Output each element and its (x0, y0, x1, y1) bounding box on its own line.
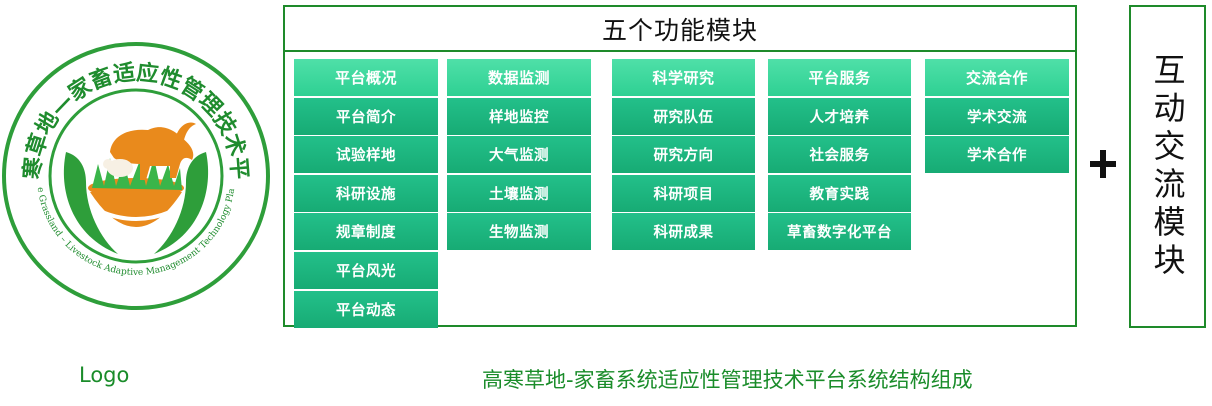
logo-grass (92, 158, 182, 190)
logo-sheep-head (103, 159, 113, 169)
module-column-monitoring: 数据监测 样地监控 大气监测 土壤监测 生物监测 (447, 59, 591, 252)
module-header[interactable]: 科学研究 (612, 59, 755, 96)
module-header[interactable]: 交流合作 (925, 59, 1069, 96)
function-modules-frame: 五个功能模块 平台概况 平台简介 试验样地 科研设施 规章制度 平台风光 平台动… (283, 5, 1077, 329)
logo-bowl-stripe (101, 210, 171, 221)
plus-icon-vertical (1100, 150, 1106, 178)
module-item[interactable]: 平台动态 (294, 290, 438, 328)
interaction-module-box[interactable]: 互动交流模块 (1129, 5, 1206, 328)
module-item[interactable]: 学术交流 (925, 97, 1069, 135)
module-item[interactable]: 研究队伍 (612, 97, 755, 135)
module-item[interactable]: 大气监测 (447, 136, 591, 174)
module-column-research: 科学研究 研究队伍 研究方向 科研项目 科研成果 (612, 59, 755, 252)
module-header[interactable]: 平台服务 (768, 59, 911, 96)
module-item[interactable]: 社会服务 (768, 136, 911, 174)
logo-bowl-stripe-2 (111, 228, 161, 237)
diagram-caption: 高寒草地-家畜系统适应性管理技术平台系统结构组成 (482, 368, 973, 392)
module-item[interactable]: 试验样地 (294, 136, 438, 174)
function-modules-title: 五个功能模块 (601, 15, 758, 45)
module-column-overview: 平台概况 平台简介 试验样地 科研设施 规章制度 平台风光 平台动态 (294, 59, 438, 329)
module-item[interactable]: 研究方向 (612, 136, 755, 174)
logo-sheep (107, 159, 133, 177)
platform-logo: 高寒草地—家畜适应性管理技术平台 Alpine Grassland – Live… (0, 20, 272, 312)
logo-yak (110, 127, 194, 180)
logo-bowl (90, 192, 182, 227)
module-item[interactable]: 学术合作 (925, 136, 1069, 174)
module-item[interactable]: 平台简介 (294, 97, 438, 135)
interaction-module-label: 互动交流模块 (1148, 52, 1187, 281)
module-column-cooperation: 交流合作 学术交流 学术合作 (925, 59, 1069, 175)
logo-caption: Logo (79, 363, 130, 387)
module-item[interactable]: 生物监测 (447, 213, 591, 251)
module-item[interactable]: 科研成果 (612, 213, 755, 251)
module-item[interactable]: 人才培养 (768, 97, 911, 135)
module-header[interactable]: 数据监测 (447, 59, 591, 96)
module-item[interactable]: 样地监控 (447, 97, 591, 135)
module-item[interactable]: 科研项目 (612, 174, 755, 212)
module-column-services: 平台服务 人才培养 社会服务 教育实践 草畜数字化平台 (768, 59, 911, 252)
function-modules-title-row: 五个功能模块 (285, 7, 1075, 52)
module-item[interactable]: 草畜数字化平台 (768, 213, 911, 251)
module-item[interactable]: 科研设施 (294, 174, 438, 212)
plus-icon (1090, 147, 1116, 183)
logo-right-hand (154, 152, 209, 254)
logo-left-hand (63, 152, 118, 254)
module-header[interactable]: 平台概况 (294, 59, 438, 96)
module-item[interactable]: 规章制度 (294, 213, 438, 251)
module-item[interactable]: 教育实践 (768, 174, 911, 212)
module-item[interactable]: 土壤监测 (447, 174, 591, 212)
logo-yak-horn (176, 122, 196, 140)
module-item[interactable]: 平台风光 (294, 251, 438, 289)
logo-emblem: 高寒草地—家畜适应性管理技术平台 Alpine Grassland – Live… (0, 20, 270, 310)
